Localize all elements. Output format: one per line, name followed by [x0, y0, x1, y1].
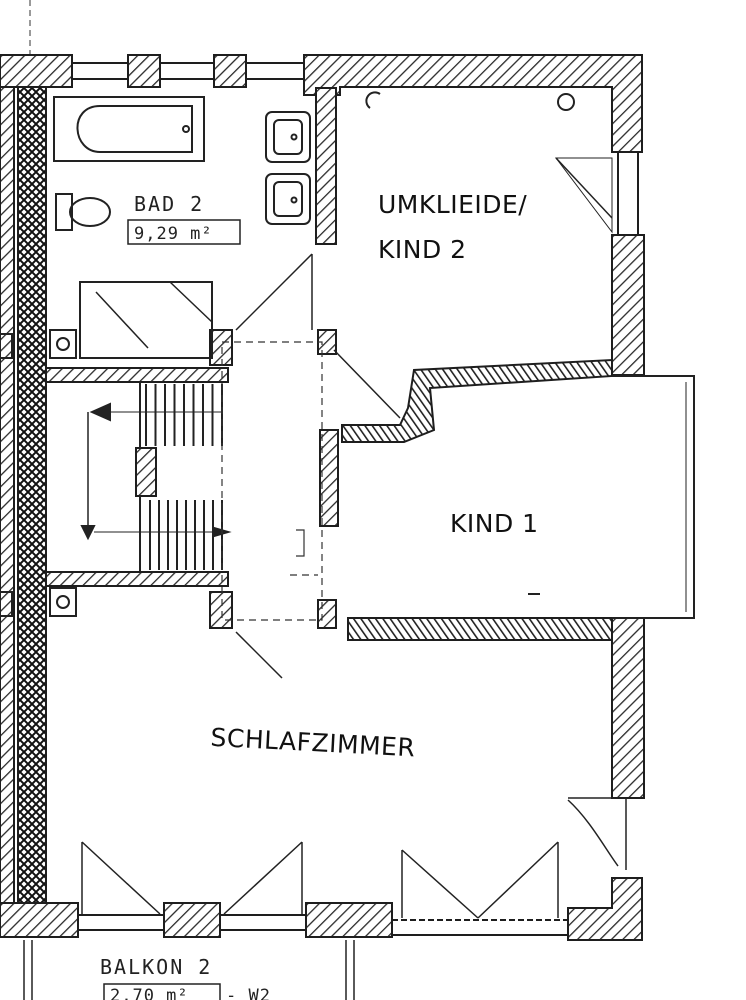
staircase [80, 382, 232, 572]
kind1-bay [612, 375, 695, 619]
balkon2-area-box [103, 983, 221, 1000]
shower [79, 281, 213, 359]
kind1-label: KIND 1 [450, 509, 539, 538]
bad2-area-box [127, 219, 241, 245]
hall-outline [221, 341, 323, 621]
bathtub [53, 96, 205, 162]
umkleide-label-line2: KIND 2 [378, 235, 467, 264]
balkon2-area: 2,70 m² [110, 986, 189, 1000]
doors [81, 157, 627, 919]
balkon2-name: BALKON 2 [100, 955, 212, 979]
bad2-name: BAD 2 [134, 192, 204, 216]
umkleide-label-line1: UMKLIEIDE/ [378, 190, 527, 219]
walls [0, 54, 645, 941]
balcony-outline [23, 940, 355, 1000]
balkon2-extra: - W2 [226, 986, 271, 1000]
schlafzimmer-label: SCHLAFZIMMER [210, 723, 416, 763]
toilet [55, 193, 111, 231]
shafts [0, 329, 77, 617]
ceiling-lights [365, 91, 575, 595]
bad2-area: 9,29 m² [134, 224, 213, 244]
sink-1 [265, 111, 311, 163]
sink-2 [265, 173, 311, 225]
